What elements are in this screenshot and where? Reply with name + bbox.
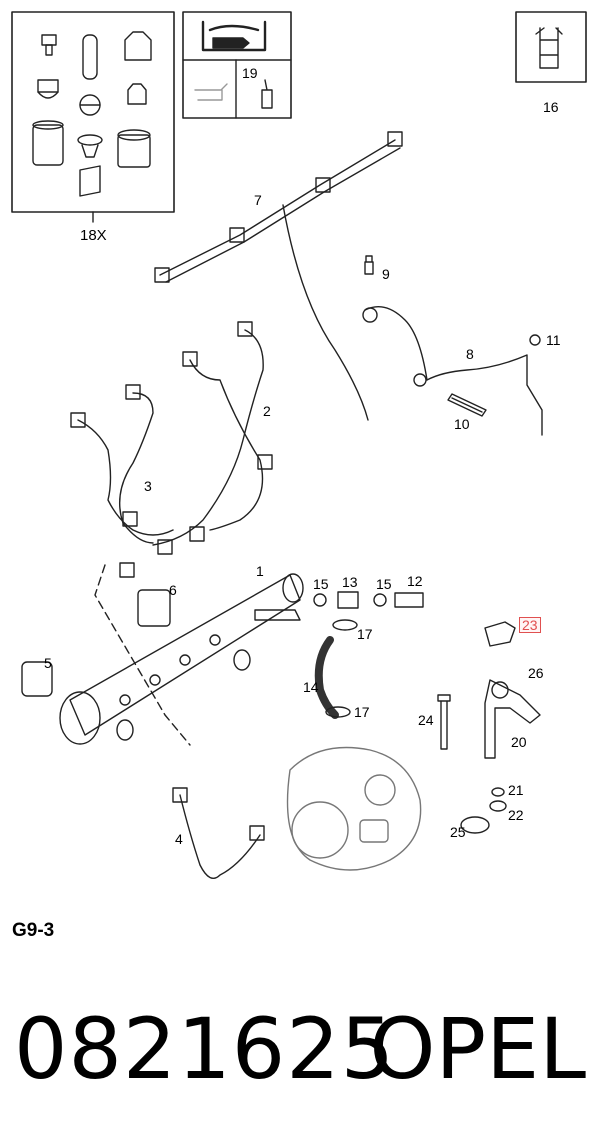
callout-7: 7 — [254, 192, 262, 208]
callout-25: 25 — [450, 824, 466, 840]
callout-5: 5 — [44, 655, 52, 671]
injector-20 — [484, 679, 541, 812]
part-number: 0821625 — [14, 1000, 396, 1098]
callout-4: 4 — [175, 831, 183, 847]
callout-11: 11 — [546, 332, 561, 348]
callout-20: 20 — [511, 734, 527, 750]
bolt-24 — [437, 694, 451, 750]
callout-2: 2 — [263, 403, 271, 419]
clamp-23 — [484, 621, 516, 647]
callout-26: 26 — [528, 665, 544, 681]
callout-10: 10 — [454, 416, 470, 432]
callout-17b: 17 — [354, 704, 370, 720]
callout-24: 24 — [418, 712, 434, 728]
callout-15b: 15 — [376, 576, 392, 592]
brand-name: OPEL — [369, 1000, 586, 1098]
spacer-6 — [137, 589, 171, 627]
figure-reference: G9-3 — [12, 920, 55, 941]
high-pressure-pump — [286, 746, 422, 871]
callout-16: 16 — [543, 99, 559, 115]
callout-1: 1 — [256, 563, 264, 579]
callout-13: 13 — [342, 574, 358, 590]
footer-part-info: 0821625 OPEL — [0, 1000, 600, 1100]
washer-25 — [460, 816, 490, 834]
repair-kit-box — [11, 11, 175, 223]
callout-21: 21 — [508, 782, 524, 798]
callout-18x: 18X — [80, 227, 107, 244]
exploded-parts-diagram: 18X 19 16 7 9 8 11 10 2 3 1 6 15 13 15 1… — [11, 11, 587, 879]
callout-22: 22 — [508, 807, 524, 823]
callout-8: 8 — [466, 346, 474, 362]
parts-drawing — [11, 11, 587, 879]
feed-line-4 — [179, 794, 261, 879]
callout-12: 12 — [407, 573, 423, 589]
clip-box — [515, 11, 587, 83]
callout-9: 9 — [382, 266, 390, 282]
callout-23: 23 — [519, 617, 541, 633]
return-line-7 — [154, 131, 403, 421]
callout-3: 3 — [144, 478, 152, 494]
callout-6: 6 — [169, 582, 177, 598]
callout-19: 19 — [242, 65, 258, 81]
callout-15a: 15 — [313, 576, 329, 592]
injector-lines — [70, 321, 273, 578]
service-manual-box — [182, 11, 292, 119]
callout-17a: 17 — [357, 626, 373, 642]
bracket-8 — [362, 255, 543, 436]
callout-14: 14 — [303, 679, 319, 695]
fuel-rail-1 — [59, 564, 304, 746]
spacer-5 — [21, 661, 53, 697]
